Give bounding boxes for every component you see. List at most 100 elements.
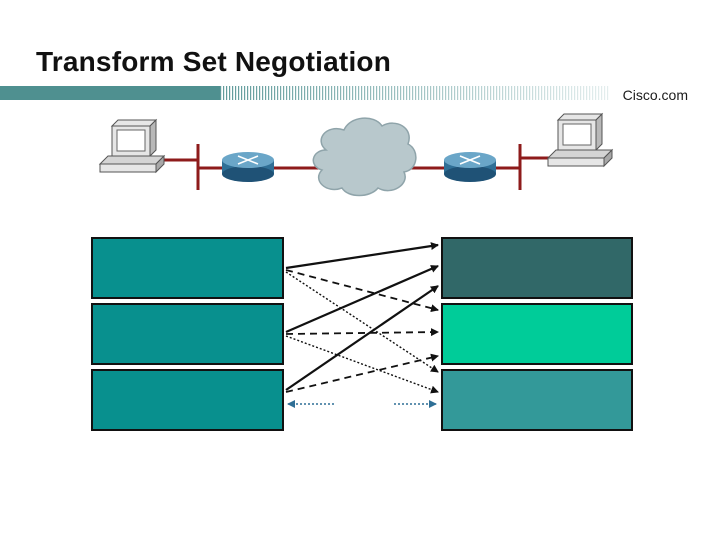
title-bar-stripe bbox=[556, 86, 558, 100]
title-bar-stripe bbox=[502, 86, 504, 100]
title-bar-stripe bbox=[454, 86, 456, 100]
title-bar-stripe bbox=[361, 86, 363, 100]
title-bar-stripe bbox=[241, 86, 243, 100]
title-bar-stripe bbox=[244, 86, 246, 100]
title-bar-stripe bbox=[445, 86, 447, 100]
title-bar-stripe bbox=[334, 86, 336, 100]
title-bar-stripe bbox=[517, 86, 519, 100]
title-bar-stripe bbox=[601, 86, 603, 100]
title-bar-stripe bbox=[238, 86, 240, 100]
title-bar-stripe bbox=[583, 86, 585, 100]
title-bar-stripe bbox=[286, 86, 288, 100]
title-bar-stripe bbox=[358, 86, 360, 100]
title-bar-stripe bbox=[379, 86, 381, 100]
title-bar-stripe bbox=[580, 86, 582, 100]
title-bar-stripe bbox=[412, 86, 414, 100]
title-bar-stripe bbox=[430, 86, 432, 100]
title-bar-stripe bbox=[574, 86, 576, 100]
solid-arrow-2 bbox=[285, 264, 439, 334]
title-bar-stripe bbox=[388, 86, 390, 100]
title-bar-stripe bbox=[442, 86, 444, 100]
title-bar-stripe bbox=[427, 86, 429, 100]
left-transform-set-2 bbox=[91, 303, 284, 365]
title-bar-stripe bbox=[535, 86, 537, 100]
cisco-logo: Cisco.com bbox=[620, 87, 690, 103]
right-transform-set-3 bbox=[441, 369, 633, 431]
title-bar-stripe bbox=[367, 86, 369, 100]
title-bar-stripe bbox=[268, 86, 270, 100]
title-bar-stripe bbox=[511, 86, 513, 100]
title-bar-stripe bbox=[532, 86, 534, 100]
title-bar-stripe bbox=[595, 86, 597, 100]
dashed-arrow-3 bbox=[285, 353, 439, 393]
title-bar-stripe bbox=[274, 86, 276, 100]
solid-arrow-1 bbox=[285, 242, 439, 270]
title-bar-stripe bbox=[463, 86, 465, 100]
title-bar-stripe bbox=[475, 86, 477, 100]
title-bar-stripe bbox=[565, 86, 567, 100]
title-bar-stripe bbox=[262, 86, 264, 100]
title-bar-stripe bbox=[295, 86, 297, 100]
cloud-icon bbox=[312, 117, 417, 197]
title-bar-stripe bbox=[349, 86, 351, 100]
title-bar-stripe bbox=[478, 86, 480, 100]
title-bar-stripe bbox=[421, 86, 423, 100]
title-bar-stripe bbox=[400, 86, 402, 100]
title-bar-stripe bbox=[589, 86, 591, 100]
title-bar-stripe bbox=[571, 86, 573, 100]
solid-arrow-3 bbox=[285, 285, 439, 391]
title-bar-stripe bbox=[559, 86, 561, 100]
title-bar-stripe bbox=[289, 86, 291, 100]
title-bar-stripe bbox=[385, 86, 387, 100]
title-bar-stripe bbox=[520, 86, 522, 100]
title-bar-stripe bbox=[550, 86, 552, 100]
title-bar-stripe bbox=[418, 86, 420, 100]
title-bar-stripe bbox=[547, 86, 549, 100]
title-bar-stripe bbox=[370, 86, 372, 100]
right-router-icon bbox=[444, 152, 496, 182]
title-bar-stripe bbox=[526, 86, 528, 100]
title-bar-stripe bbox=[484, 86, 486, 100]
title-bar-stripe bbox=[490, 86, 492, 100]
title-bar-stripe bbox=[577, 86, 579, 100]
title-bar bbox=[0, 86, 609, 100]
title-bar-stripe bbox=[373, 86, 375, 100]
title-bar-stripe bbox=[433, 86, 435, 100]
title-bar-stripe bbox=[568, 86, 570, 100]
title-bar-stripe bbox=[514, 86, 516, 100]
slide-title: Transform Set Negotiation bbox=[36, 46, 392, 77]
title-bar-stripe bbox=[382, 86, 384, 100]
title-bar-stripe bbox=[346, 86, 348, 100]
title-bar-stripe bbox=[310, 86, 312, 100]
title-bar-stripe bbox=[496, 86, 498, 100]
title-bar-stripe bbox=[256, 86, 258, 100]
title-bar-stripe bbox=[529, 86, 531, 100]
title-bar-stripe bbox=[562, 86, 564, 100]
title-bar-stripe bbox=[325, 86, 327, 100]
title-bar-stripe bbox=[553, 86, 555, 100]
title-bar-stripe bbox=[220, 86, 222, 100]
title-bar-stripe bbox=[451, 86, 453, 100]
dotted-arrow-2 bbox=[285, 335, 439, 394]
dashed-arrow-2 bbox=[285, 328, 439, 337]
right-transform-set-1 bbox=[441, 237, 633, 299]
title-bar-stripe bbox=[253, 86, 255, 100]
title-bar-stripe bbox=[538, 86, 540, 100]
title-bar-stripe bbox=[304, 86, 306, 100]
title-bar-stripe bbox=[229, 86, 231, 100]
title-bar-stripe bbox=[271, 86, 273, 100]
title-bar-stripe bbox=[232, 86, 234, 100]
title-bar-stripe bbox=[364, 86, 366, 100]
title-bar-stripe bbox=[586, 86, 588, 100]
left-transform-set-3 bbox=[91, 369, 284, 431]
title-bar-stripe bbox=[343, 86, 345, 100]
title-bar-stripe bbox=[247, 86, 249, 100]
title-bar-stripe bbox=[235, 86, 237, 100]
title-bar-stripe bbox=[448, 86, 450, 100]
title-bar-stripe bbox=[322, 86, 324, 100]
title-bar-stripe bbox=[394, 86, 396, 100]
title-bar-stripe bbox=[436, 86, 438, 100]
title-bar-stripe bbox=[457, 86, 459, 100]
